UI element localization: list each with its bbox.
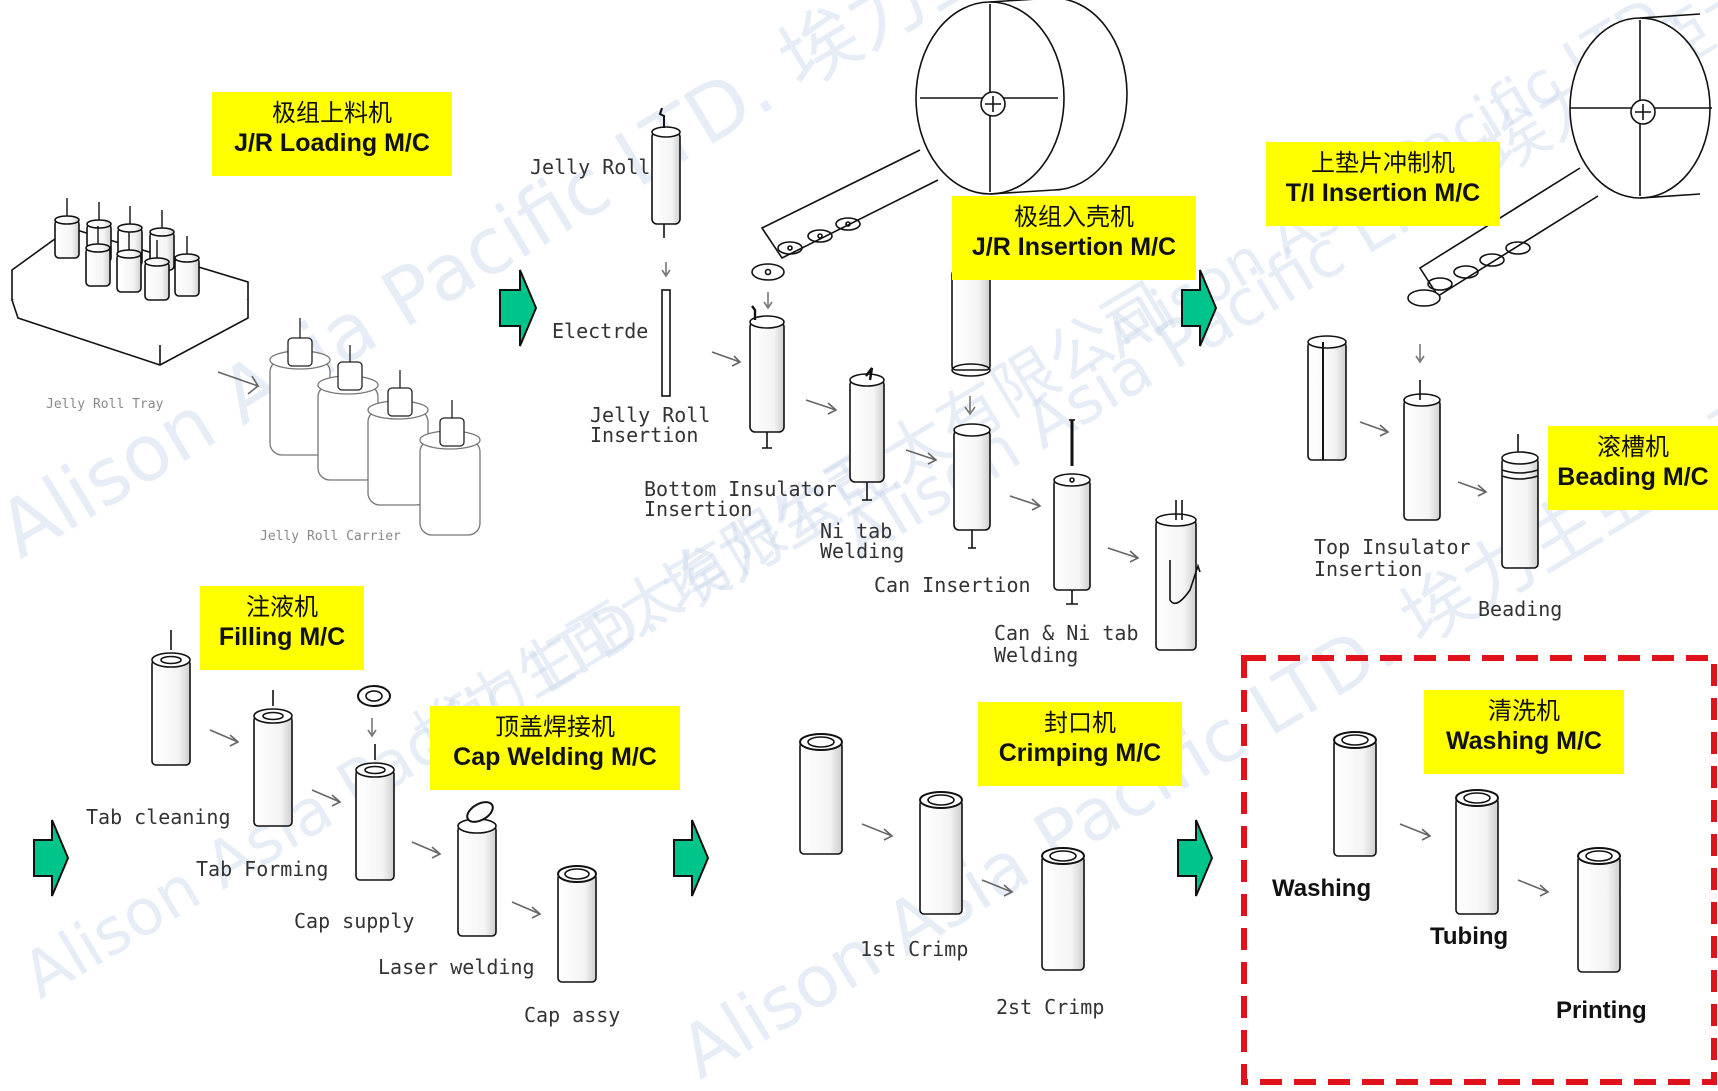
- label-laser-welding: Laser welding: [378, 955, 535, 979]
- label-jelly-roll-carrier: Jelly Roll Carrier: [260, 529, 401, 544]
- label-cap-supply: Cap supply: [294, 909, 414, 933]
- ti-tape: [1407, 167, 1599, 364]
- printing-can: [1577, 847, 1621, 973]
- label-printing: Printing: [1556, 997, 1647, 1024]
- label-bottom-insulator-2: Insertion: [644, 497, 752, 521]
- label-jelly-roll: Jelly Roll: [530, 155, 650, 179]
- label-beading: Beading: [1478, 597, 1562, 621]
- station-jr-insertion: 极组入壳机 J/R Insertion M/C: [952, 196, 1196, 280]
- label-can-ni-1: Can & Ni tab: [994, 621, 1139, 645]
- tab-cleaning-can: [253, 690, 342, 827]
- label-top-insulator-1: Top Insulator: [1314, 535, 1471, 559]
- station-cn: 极组上料机: [272, 99, 392, 127]
- label-can-ni-2: Welding: [994, 643, 1078, 667]
- station-en: T/I Insertion M/C: [1285, 179, 1481, 207]
- jelly-roll-insertion-part: [711, 305, 785, 449]
- can-part: [951, 269, 991, 416]
- crimping-can-3: [1041, 847, 1085, 971]
- station-cn: 封口机: [1044, 709, 1116, 737]
- label-second-crimp: 2st Crimp: [996, 995, 1104, 1019]
- ti-can-1: [1307, 335, 1390, 461]
- jelly-roll-part: [651, 107, 681, 397]
- cap-supply-part: [357, 685, 391, 738]
- washing-highlight-box: [1241, 655, 1717, 1085]
- label-jelly-roll-insertion-2: Insertion: [590, 423, 698, 447]
- station-beading: 滚槽机 Beading M/C: [1548, 426, 1718, 510]
- label-tab-forming: Tab Forming: [196, 857, 328, 881]
- station-en: J/R Loading M/C: [234, 129, 430, 157]
- station-jr-loading: 极组上料机 J/R Loading M/C: [212, 92, 452, 176]
- label-tubing: Tubing: [1430, 923, 1508, 950]
- beading-can: [1501, 434, 1539, 569]
- crimping-can-1: [799, 733, 894, 855]
- station-cap-welding: 顶盖焊接机 Cap Welding M/C: [430, 706, 680, 790]
- station-cn: 清洗机: [1488, 697, 1560, 725]
- can-insertion-part: [1009, 419, 1091, 605]
- label-top-insulator-2: Insertion: [1314, 557, 1422, 581]
- label-bottom-insulator-1: Bottom Insulator: [644, 477, 837, 501]
- station-en: J/R Insertion M/C: [971, 233, 1177, 261]
- station-en: Crimping M/C: [998, 739, 1162, 767]
- station-washing: 清洗机 Washing M/C: [1424, 690, 1624, 774]
- station-ti-insertion: 上垫片冲制机 T/I Insertion M/C: [1266, 142, 1500, 226]
- can-ni-tab-welding-part: [1107, 500, 1201, 651]
- tab-forming-can: [355, 744, 442, 881]
- station-en: Washing M/C: [1445, 727, 1602, 755]
- label-first-crimp: 1st Crimp: [860, 937, 968, 961]
- label-cap-assy: Cap assy: [524, 1003, 620, 1027]
- cap-assy-can: [557, 865, 597, 983]
- jelly-roll-carrier: [269, 318, 481, 536]
- crimping-can-2: [919, 791, 1014, 915]
- label-washing: Washing: [1272, 875, 1371, 902]
- station-cn: 滚槽机: [1597, 433, 1669, 461]
- insulator-tape: [751, 149, 939, 310]
- label-jelly-roll-tray: Jelly Roll Tray: [46, 397, 164, 412]
- flow-arrow-icon: [499, 269, 538, 347]
- ti-can-2: [1403, 380, 1488, 521]
- station-en: Filling M/C: [218, 623, 346, 651]
- station-cn: 注液机: [246, 593, 318, 621]
- station-filling: 注液机 Filling M/C: [200, 586, 364, 670]
- flow-arrow-icon: [673, 819, 710, 897]
- flow-arrow-icon: [1181, 269, 1218, 347]
- station-cn: 上垫片冲制机: [1311, 149, 1455, 177]
- station-crimping: 封口机 Crimping M/C: [978, 702, 1182, 786]
- tubing-can: [1455, 789, 1550, 915]
- insulator-reel: [915, 0, 1128, 195]
- washing-can: [1333, 731, 1432, 857]
- bottom-insulator-part: [805, 367, 885, 501]
- station-en: Cap Welding M/C: [453, 743, 657, 771]
- label-electrode: Electrde: [552, 319, 648, 343]
- flow-arrow-icon: [33, 819, 70, 897]
- ti-reel: [1569, 13, 1712, 199]
- flow-arrow-icon: [1177, 819, 1214, 897]
- station-cn: 顶盖焊接机: [495, 713, 615, 741]
- label-can-insertion: Can Insertion: [874, 573, 1031, 597]
- label-tab-cleaning: Tab cleaning: [86, 805, 231, 829]
- label-ni-tab-2: Welding: [820, 539, 904, 563]
- label-ni-tab-1: Ni tab: [820, 519, 892, 543]
- station-cn: 极组入壳机: [1014, 203, 1134, 231]
- flow-arrows: [33, 269, 1218, 897]
- station-en: Beading M/C: [1557, 463, 1709, 491]
- label-jelly-roll-insertion-1: Jelly Roll: [590, 403, 710, 427]
- filling-can: [151, 630, 240, 766]
- laser-welding-can: [457, 801, 542, 937]
- watermark-text: Alison Asia Pacific LTD. 埃力生亞太有限公司: [665, 256, 1718, 1087]
- ni-tab-welding-part: [905, 423, 991, 549]
